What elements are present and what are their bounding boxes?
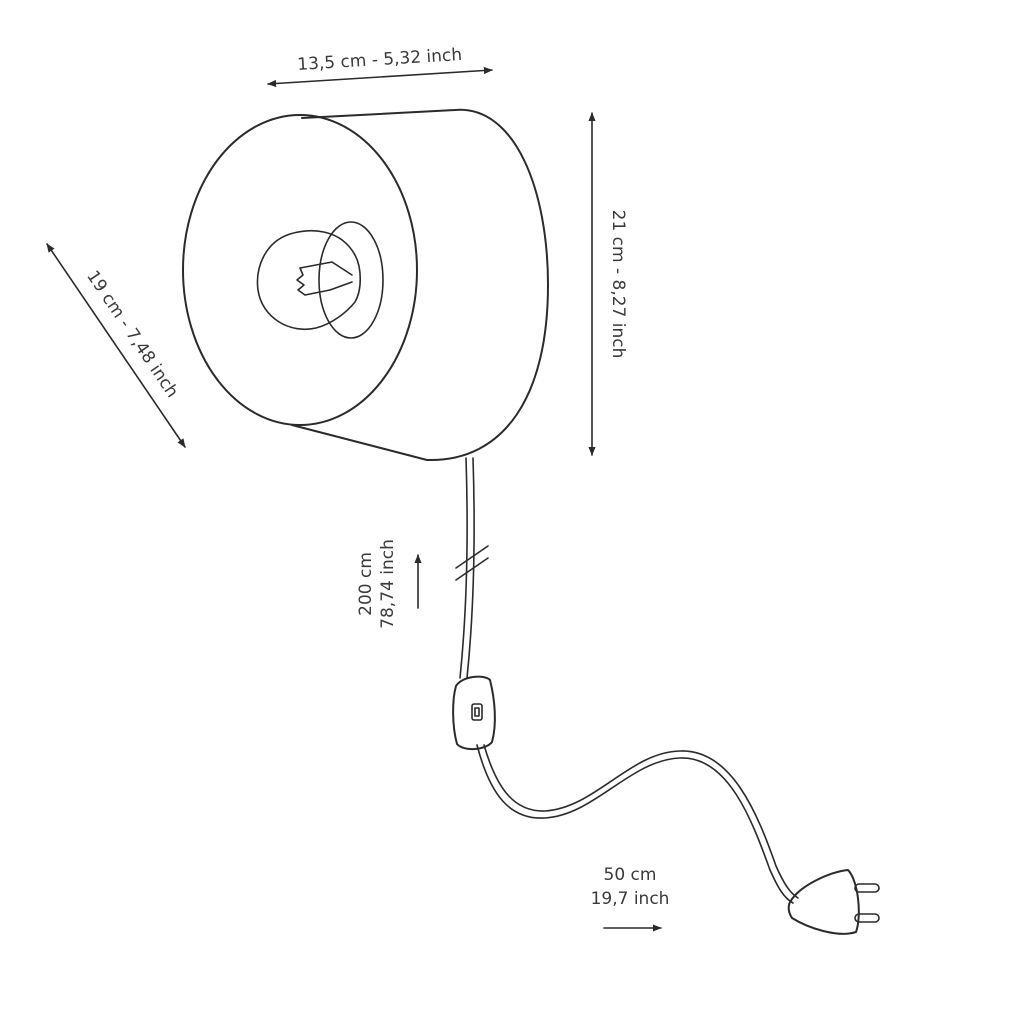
cable-break-mark-2 (455, 557, 489, 581)
plug-length-cm-label: 50 cm (604, 865, 657, 885)
switch-button (471, 703, 483, 721)
cable-break-mark-1 (455, 545, 489, 569)
switch-body (452, 675, 496, 750)
inline-switch (452, 675, 496, 750)
lamp-shade (182, 108, 549, 462)
light-bulb (256, 221, 384, 339)
bulb-socket-ring (318, 221, 384, 339)
width-label: 13,5 cm - 5,32 inch (297, 45, 463, 75)
height-label: 21 cm - 8,27 inch (608, 210, 628, 359)
cable-lower (476, 744, 794, 904)
depth-dimension-arrow (46, 243, 186, 448)
plug-body (787, 869, 860, 935)
cable-lower-inner (483, 744, 799, 899)
plug-length-inch-label: 19,7 inch (591, 889, 670, 909)
cable-length-cm-label: 200 cm (356, 552, 376, 616)
plug (787, 869, 880, 935)
cable-upper-left (459, 457, 468, 679)
cable-length-inch-label: 78,74 inch (378, 539, 398, 629)
depth-label: 19 cm - 7,48 inch (82, 267, 182, 402)
switch-button-inner (474, 707, 480, 717)
bulb-glass (256, 229, 362, 330)
plug-pin-bottom (854, 913, 880, 923)
shade-outer-body (291, 108, 549, 462)
power-cable (455, 457, 799, 904)
bulb-filament (296, 261, 353, 296)
width-dimension-arrow (267, 66, 493, 88)
plug-pin-top (854, 883, 880, 893)
cable-upper-right (466, 457, 475, 679)
